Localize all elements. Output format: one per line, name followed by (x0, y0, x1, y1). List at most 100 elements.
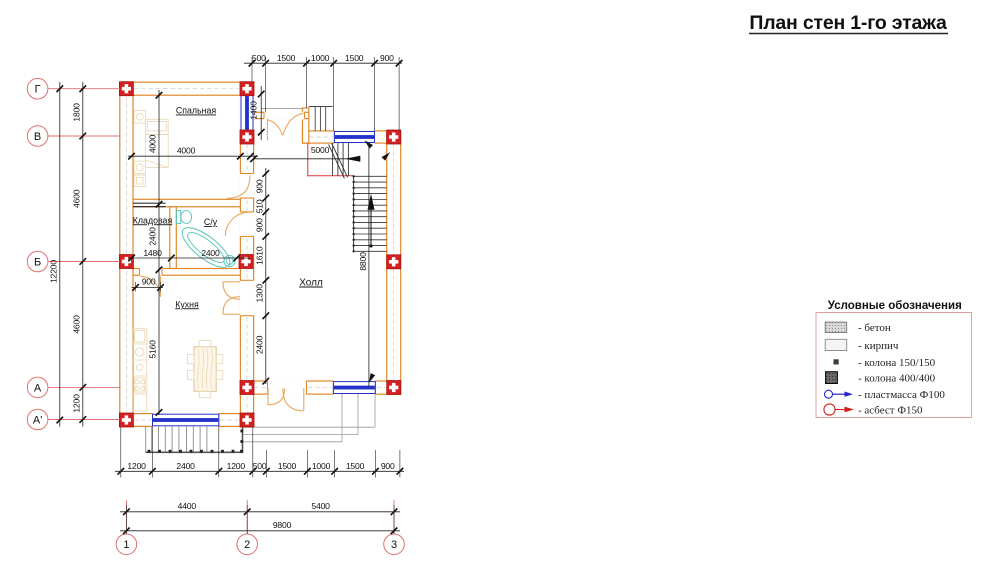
axis-bubble-А (26, 376, 49, 399)
door-hall-exit-arc (282, 388, 304, 412)
stair-break-line (331, 143, 349, 178)
dim-tick (390, 526, 398, 535)
dim-tick (261, 311, 270, 320)
column-400 (386, 380, 402, 395)
window-kitchen-core (153, 418, 219, 422)
wall-opening (139, 267, 162, 276)
table-grain (210, 348, 213, 390)
doors (139, 112, 305, 412)
axis-bubble-В (26, 125, 49, 147)
dim-tick (155, 408, 163, 417)
column-cross (124, 415, 129, 425)
dim-label: 900 (381, 461, 395, 471)
leader-arrow (381, 152, 390, 161)
drawing-title: План стен 1-го этажа (749, 12, 948, 35)
axis-label-2: 2 (244, 539, 250, 551)
dim-tick (155, 200, 163, 209)
sink-bowl (135, 363, 144, 372)
chair (186, 354, 195, 365)
dim-label: 1610 (254, 246, 264, 265)
porch-column-dot (189, 449, 193, 453)
stove-burner (134, 386, 140, 391)
door-kitchen-arc (222, 296, 241, 315)
windows (152, 93, 376, 427)
dim-label: 2400 (176, 461, 195, 471)
dim-tick (78, 84, 87, 93)
door-hall-exit-arc (267, 388, 286, 406)
dim-label: 2400 (254, 335, 264, 354)
dim-tick (78, 132, 87, 140)
dim-tick (78, 257, 87, 266)
column-400 (119, 412, 134, 428)
legend-item-plastic-pipe-symbol (823, 389, 853, 399)
legend: Условные обозначения - бетон- кирпич- ко… (815, 300, 972, 418)
window-hall-top-core (334, 135, 374, 139)
dim-tick (257, 128, 266, 137)
dim-tick (261, 232, 270, 241)
toilet-bowl (180, 210, 193, 224)
dim-label: 500 (252, 53, 266, 63)
wall-opening (239, 211, 255, 237)
kitchen-counter (131, 327, 148, 412)
concrete-swatch (824, 321, 848, 333)
dim-tick (78, 415, 87, 424)
column-cross (245, 84, 249, 94)
dim-label: 5400 (311, 501, 330, 511)
wall-opening (267, 380, 307, 395)
legend-item-brick-swatch (824, 338, 848, 351)
washbasin (223, 254, 236, 268)
porch-column-dot (240, 449, 243, 453)
plastic-pipe-symbol (823, 389, 834, 399)
axis-bubble-А' (26, 408, 49, 431)
door-bedroom-arc (226, 175, 251, 199)
column-cross (391, 132, 396, 142)
tread-dot (352, 244, 355, 247)
counter-appliance (133, 329, 146, 343)
chair (215, 354, 224, 365)
dim-label: 1200 (72, 394, 82, 413)
dim-tick (127, 254, 136, 262)
dim-arrow-5000 (344, 155, 361, 162)
porch-column-dot (158, 449, 161, 453)
dim-label: 1200 (127, 461, 146, 471)
column-cross (244, 256, 248, 267)
stove (133, 377, 146, 393)
title-text: План стен 1-го этажа (749, 12, 947, 34)
dim-tick (78, 383, 87, 392)
column-cross (391, 382, 396, 393)
dim-label: 500 (253, 461, 267, 471)
dim-tick (122, 526, 131, 535)
column-cross (245, 132, 249, 142)
dim-label: 4000 (177, 145, 196, 155)
dresser (133, 174, 146, 187)
dim-tick (246, 152, 255, 161)
axis-label-1: 1 (123, 539, 129, 551)
chair (198, 390, 212, 399)
table-grain (206, 348, 209, 390)
legend-header: Условные обозначения (828, 300, 962, 312)
room-label-Холл: Холл (299, 278, 323, 289)
dim-label: 900 (254, 179, 264, 193)
door-entry-arc (282, 112, 304, 136)
dim-tick (155, 265, 163, 274)
bed (144, 118, 169, 168)
porch-column-dot (240, 429, 244, 433)
axis-bubble-Б (26, 250, 49, 273)
door-bathroom-arc (224, 211, 250, 236)
legend-box (815, 312, 972, 418)
dim-tick (167, 254, 176, 262)
dim-label: 1000 (312, 461, 331, 471)
dim-tick (55, 84, 64, 93)
dim-tick (127, 152, 136, 161)
tread-dot (352, 186, 355, 189)
stair-arrow-dot (369, 244, 373, 248)
brick-swatch (824, 338, 848, 351)
legend-label: - колона 400/400 (858, 373, 936, 385)
dim-label: 5160 (148, 340, 158, 359)
column-400 (386, 254, 402, 270)
dining-table (193, 346, 217, 392)
dim-label: 900 (380, 53, 394, 63)
column-400 (238, 254, 254, 269)
legend-item-column-400-swatch (825, 371, 838, 385)
